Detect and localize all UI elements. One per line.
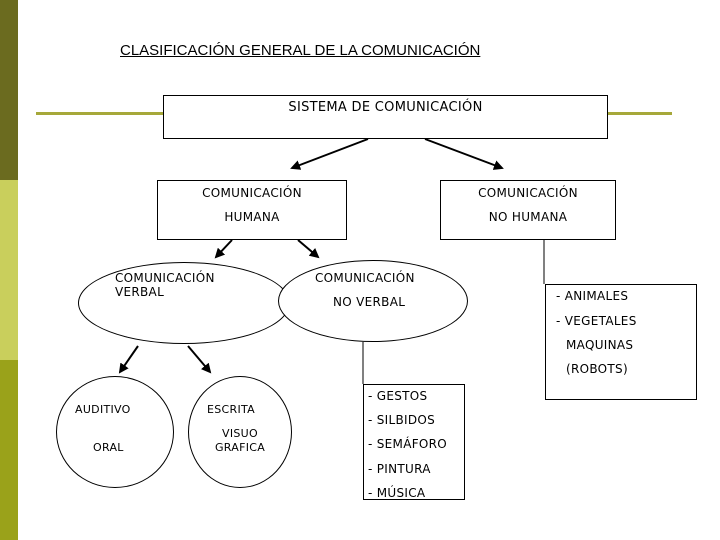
human-line1: COMUNICACIÓN [202,186,302,200]
nonhuman-line1: COMUNICACIÓN [478,186,578,200]
nonhuman-box: COMUNICACIÓN NO HUMANA [440,180,616,240]
human-box: COMUNICACIÓN HUMANA [157,180,347,240]
escrita-line3: GRAFICA [214,441,266,454]
escrita-line2: VISUO [222,427,258,440]
auditivo-line1: AUDITIVO [75,403,131,416]
nonhuman-items-box: - ANIMALES - VEGETALES MAQUINAS (ROBOTS) [545,284,697,400]
root-box: SISTEMA DE COMUNICACIÓN [163,95,608,139]
root-label: SISTEMA DE COMUNICACIÓN [288,100,483,115]
side-bar-top [0,0,18,180]
nonhuman-item: - ANIMALES [556,289,629,303]
verbal-ellipse: COMUNICACIÓN VERBAL [78,262,290,344]
auditivo-ellipse: AUDITIVO ORAL [56,376,174,488]
nonverbal-item: - SEMÁFORO [368,437,448,451]
nonhuman-item: MAQUINAS [566,338,634,352]
nonhuman-item: - VEGETALES [556,314,637,328]
arrow-human-to-verbal [214,239,233,259]
nonhuman-item: (ROBOTS) [566,362,628,376]
nonverbal-line2: NO VERBAL [333,295,406,309]
nonverbal-item: - PINTURA [368,462,431,476]
side-bar-bottom [0,360,18,540]
verbal-line1: COMUNICACIÓN [115,271,215,285]
page-title: CLASIFICACIÓN GENERAL DE LA COMUNICACIÓN [120,42,481,59]
rule-right [607,112,672,115]
nonverbal-item: - MÚSICA [368,486,426,500]
rule-left [36,112,164,115]
escrita-ellipse: ESCRITA VISUO GRAFICA [188,376,292,488]
nonverbal-item: - GESTOS [368,389,428,403]
nonverbal-items-box [363,384,465,500]
auditivo-line2: ORAL [93,441,124,454]
nonverbal-ellipse: COMUNICACIÓN NO VERBAL [278,260,468,342]
escrita-line1: ESCRITA [207,403,255,416]
nonverbal-item: - SILBIDOS [368,413,436,427]
nonverbal-items-frame [363,384,465,500]
nonhuman-line2: NO HUMANA [488,210,568,224]
verbal-line2: VERBAL [115,285,165,299]
nonverbal-line1: COMUNICACIÓN [315,271,415,285]
arrow-root-to-human [290,138,369,170]
human-line2: HUMANA [224,210,280,224]
arrow-verbal-to-escrita [187,345,212,374]
side-bar-middle [0,180,18,360]
arrow-human-to-nonverbal [297,239,320,259]
arrow-verbal-to-auditivo [118,345,139,374]
arrow-root-to-nonhuman [424,138,504,170]
